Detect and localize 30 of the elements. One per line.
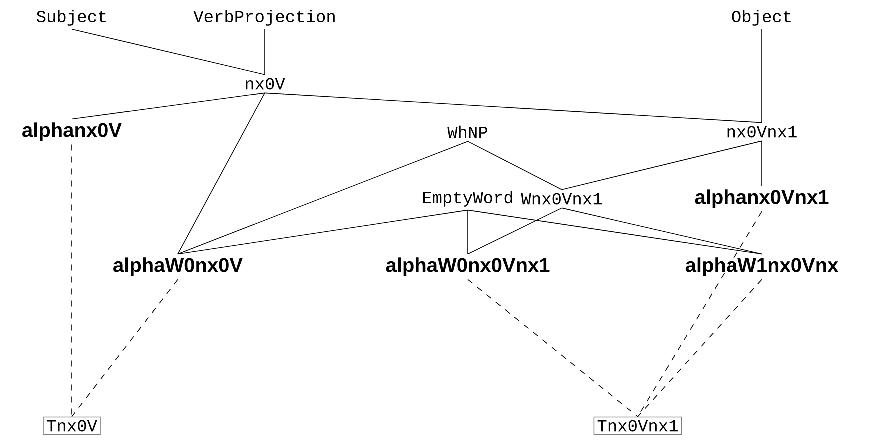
tree-label: alphaW0nx0Vnx1 [386,258,550,276]
tree-line [468,210,762,255]
dashed-line [638,279,762,418]
tree-line [562,140,762,190]
node-label: Object [732,10,791,26]
node-label: nx0Vnx1 [728,126,797,138]
tree-line [264,28,266,76]
node-label: EmptyWord [423,191,512,207]
tree-box: Tnx0Vnx1 [594,416,682,436]
tree-line [178,210,468,255]
tree-line [72,92,266,120]
tree-box: Tnx0V [43,416,101,436]
tree-line [178,92,266,255]
dashed-line [72,279,178,418]
tree-line [468,141,562,190]
node-label: nx0V [246,78,286,90]
tree-label: alphaW0nx0V [114,258,243,276]
tree-label: alphanx0Vnx1 [695,190,829,208]
tree-line [468,208,562,255]
node-label: Wnx0Vnx1 [521,193,602,205]
dashed-line [468,279,638,418]
node-label: Subject [36,10,106,26]
tree-line [178,141,468,255]
tree-line [264,92,762,124]
tree-label: alphaW1nx0Vnx [686,258,839,276]
node-label: WhNP [448,126,488,138]
tree-label: alphanx0V [22,122,122,142]
node-label: VerbProjection [194,10,335,26]
tree-line [562,208,762,255]
tree-line [72,28,266,76]
